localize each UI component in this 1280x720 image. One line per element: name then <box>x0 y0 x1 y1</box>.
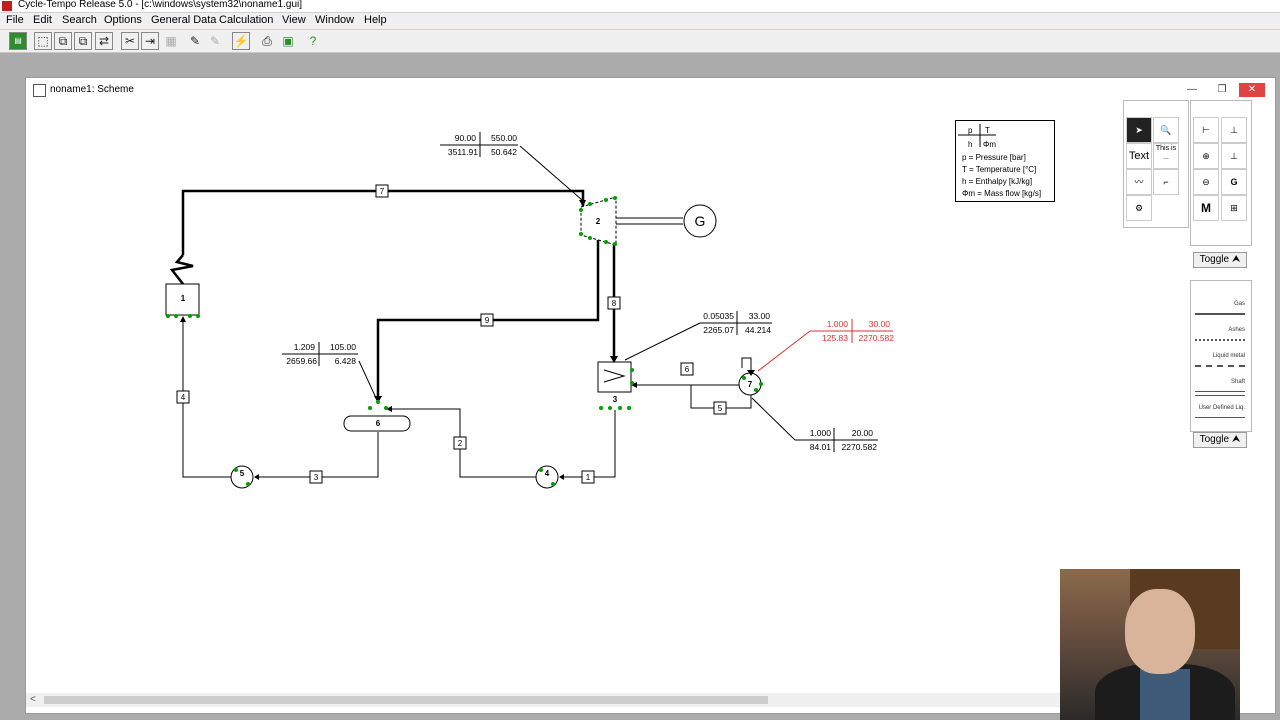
paste-icon[interactable]: ▦ <box>162 32 180 50</box>
legend-line-enthalpy: h = Enthalpy [kJ/kg] <box>962 177 1033 186</box>
pipe-type-shaft-line <box>1195 391 1245 396</box>
maximize-button[interactable]: ❐ <box>1217 84 1227 95</box>
app-title: Cycle-Tempo Release 5.0 - [c:\windows\sy… <box>18 0 303 10</box>
print-icon[interactable]: ⎙ <box>258 32 276 50</box>
apparatus-types-palette: ⊢ ⊥ ⊕ ⊥ ⊖ G M ⊞ <box>1190 100 1252 246</box>
pipe-type-ashes-line <box>1195 339 1245 343</box>
pipe-type-user-defined[interactable]: User Defined Liq. <box>1198 405 1245 411</box>
scheme-window-title: noname1: Scheme <box>50 84 134 95</box>
help-icon[interactable]: ? <box>304 32 322 50</box>
pipe-type-ashes[interactable]: Ashes <box>1228 327 1245 333</box>
window-icon <box>33 84 46 97</box>
scroll-left-arrow[interactable]: < <box>30 694 36 705</box>
polyline-tool-button[interactable]: ⌐ <box>1153 169 1179 195</box>
app-titlebar: Cycle-Tempo Release 5.0 - [c:\windows\sy… <box>0 0 1280 12</box>
close-button[interactable]: ✕ <box>1239 83 1265 97</box>
legend-line-massflow: Φm = Mass flow [kg/s] <box>962 189 1042 198</box>
calculate-icon[interactable]: ⚡ <box>232 32 250 50</box>
menu-help[interactable]: Help <box>364 14 387 26</box>
pipe-type-liquid-metal-line <box>1195 365 1245 369</box>
misc-tool-button[interactable]: ⚙ <box>1126 195 1152 221</box>
pipe-tool-button[interactable]: 〰 <box>1126 169 1152 195</box>
compressor-apparatus-button[interactable]: ⊖ <box>1193 169 1219 195</box>
motor-apparatus-button[interactable]: M <box>1193 195 1219 221</box>
copy-icon[interactable]: ⇄ <box>95 32 113 50</box>
legend-p: p <box>968 126 973 135</box>
legend-line-temperature: T = Temperature [°C] <box>962 165 1037 174</box>
select-icon[interactable]: ✎ <box>186 32 204 50</box>
cut-icon[interactable]: ✂ <box>121 32 139 50</box>
webcam-overlay <box>1060 569 1240 720</box>
menu-bar: File Edit Search Options General Data Ca… <box>0 13 1280 29</box>
menu-window[interactable]: Window <box>315 14 355 26</box>
save-icon[interactable]: ⧉ <box>54 32 72 50</box>
minimize-button[interactable]: — <box>1187 84 1197 95</box>
generator-apparatus-button[interactable]: G <box>1221 169 1247 195</box>
new-icon[interactable]: ▤ <box>9 32 27 50</box>
gas-turbine-apparatus-button[interactable]: ⊞ <box>1221 195 1247 221</box>
scrollbar-thumb[interactable] <box>44 696 768 704</box>
legend-h: h <box>968 140 973 149</box>
menu-edit[interactable]: Edit <box>33 14 52 26</box>
view-icon[interactable]: ▣ <box>279 32 297 50</box>
apparatus-toggle-button[interactable]: Toggle ⮝ <box>1193 252 1247 268</box>
legend-box: p T h Φm p = Pressure [bar] T = Temperat… <box>955 120 1055 202</box>
reactor-apparatus-button[interactable]: ⊕ <box>1193 143 1219 169</box>
draw-icon[interactable]: ✎ <box>206 32 224 50</box>
legend-T: T <box>985 126 990 135</box>
horizontal-scrollbar[interactable]: < <box>26 693 1064 707</box>
apparatus-palette: ➤ 🔍 Text This is ... 〰 ⌐ ⚙ <box>1123 100 1189 228</box>
menu-file[interactable]: File <box>6 14 24 26</box>
legend-line-pressure: p = Pressure [bar] <box>962 153 1026 162</box>
webcam-person-head <box>1125 589 1195 674</box>
text-tool-button[interactable]: Text <box>1126 143 1152 169</box>
pipe-palette: Gas Ashes Liquid metal Shaft User Define… <box>1190 280 1252 432</box>
scheme-window-titlebar: noname1: Scheme — ❐ ✕ <box>26 78 1275 100</box>
legend-symbol <box>958 124 996 147</box>
pipe-type-shaft[interactable]: Shaft <box>1230 379 1245 385</box>
pipe-type-gas-line <box>1195 313 1245 315</box>
saturator-apparatus-button[interactable]: ⊥ <box>1221 143 1247 169</box>
delete-icon[interactable]: ⇥ <box>141 32 159 50</box>
scrubber-apparatus-button[interactable]: ⊢ <box>1193 117 1219 143</box>
pipe-toggle-button[interactable]: Toggle ⮝ <box>1193 432 1247 448</box>
separator-apparatus-button[interactable]: ⊥ <box>1221 117 1247 143</box>
open-icon[interactable]: ⬚ <box>34 32 52 50</box>
webcam-person-shirt <box>1140 669 1190 720</box>
pointer-tool-button[interactable]: ➤ <box>1126 117 1152 143</box>
comment-tool-button[interactable]: This is ... <box>1153 143 1179 169</box>
zoom-tool-button[interactable]: 🔍 <box>1153 117 1179 143</box>
pipe-type-liquid-metal[interactable]: Liquid metal <box>1212 353 1245 359</box>
pipe-type-gas[interactable]: Gas <box>1233 301 1245 307</box>
toolbar: ▤ ⬚ ⧉ ⧉ ⇄ ✂ ⇥ ▦ ✎ ✎ ⚡ ⎙ ▣ ? <box>0 30 1280 53</box>
menu-options[interactable]: Options <box>104 14 142 26</box>
app-icon <box>2 1 12 11</box>
menu-calculation[interactable]: Calculation <box>219 14 274 26</box>
menu-general-data[interactable]: General Data <box>151 14 217 26</box>
legend-m: Φm <box>983 140 997 149</box>
pipe-type-user-defined-line <box>1195 417 1245 418</box>
menu-search[interactable]: Search <box>62 14 97 26</box>
export-icon[interactable]: ⧉ <box>74 32 92 50</box>
menu-view[interactable]: View <box>282 14 306 26</box>
